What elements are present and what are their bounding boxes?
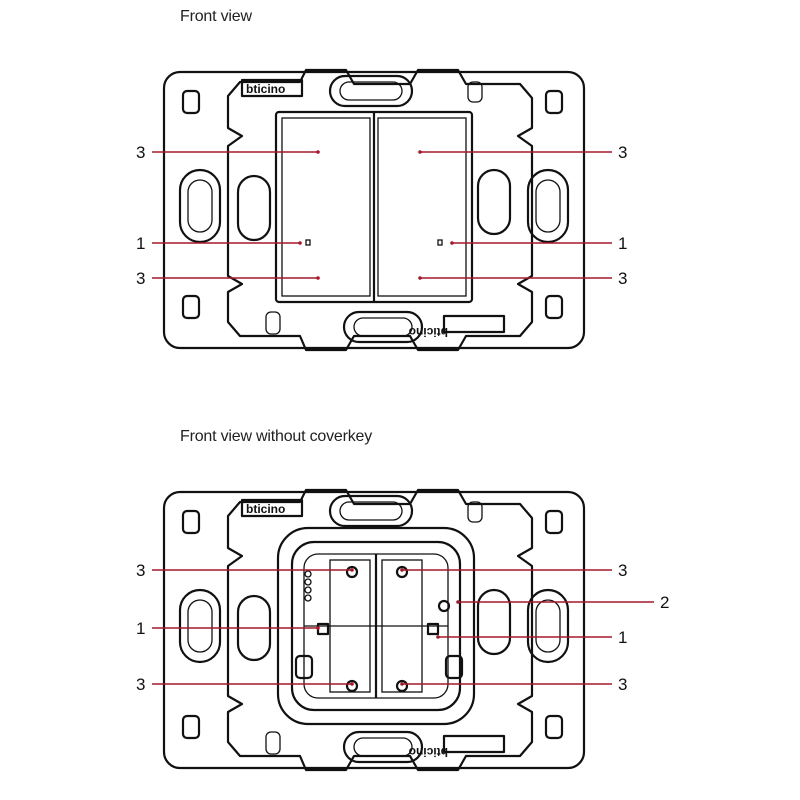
front-view-without-coverkey-title: Front view without coverkey	[180, 428, 373, 445]
callout-label: 3	[618, 675, 627, 694]
callout-label: 3	[136, 269, 145, 288]
logo-top: bticino	[246, 502, 285, 516]
led-right	[437, 239, 443, 246]
callout-label: 1	[136, 619, 145, 638]
led-right	[426, 622, 440, 636]
callout-label: 1	[618, 234, 627, 253]
callout-label: 3	[618, 269, 627, 288]
led-left	[305, 239, 311, 246]
callout-label: 1	[618, 628, 627, 647]
callout-label: 3	[618, 143, 627, 162]
mechanism-body	[276, 526, 476, 726]
callout-label: 1	[136, 234, 145, 253]
front-view-without-coverkey-drawing: bticino bticino 3 1 3 3	[136, 488, 669, 772]
front-view-title: Front view	[180, 8, 252, 25]
callout-label: 3	[136, 675, 145, 694]
callout-label: 3	[136, 143, 145, 162]
callout-label: 3	[136, 561, 145, 580]
logo-bottom: bticino	[409, 325, 448, 339]
config-button	[437, 599, 451, 613]
callout-label: 2	[660, 593, 669, 612]
logo-top: bticino	[246, 82, 285, 96]
logo-bottom: bticino	[409, 745, 448, 759]
front-view-drawing: bticino bticino 3 1 3 3 1 3	[136, 68, 627, 352]
callout-label: 3	[618, 561, 627, 580]
